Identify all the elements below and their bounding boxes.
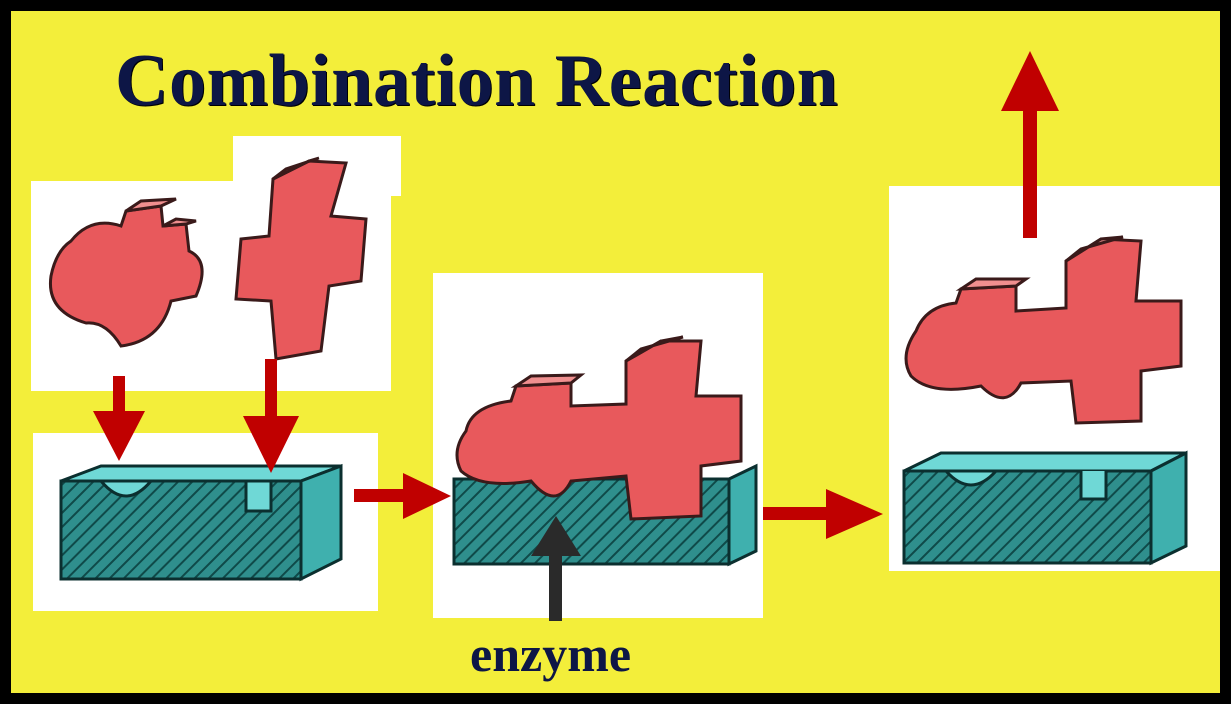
- diagram-title: Combination Reaction: [115, 41, 838, 121]
- arrow-right-2-icon: [763, 489, 883, 539]
- enzyme-block-3-icon: [904, 453, 1186, 563]
- enzyme-block-1-icon: [61, 466, 341, 579]
- enzyme-label: enzyme: [470, 626, 631, 682]
